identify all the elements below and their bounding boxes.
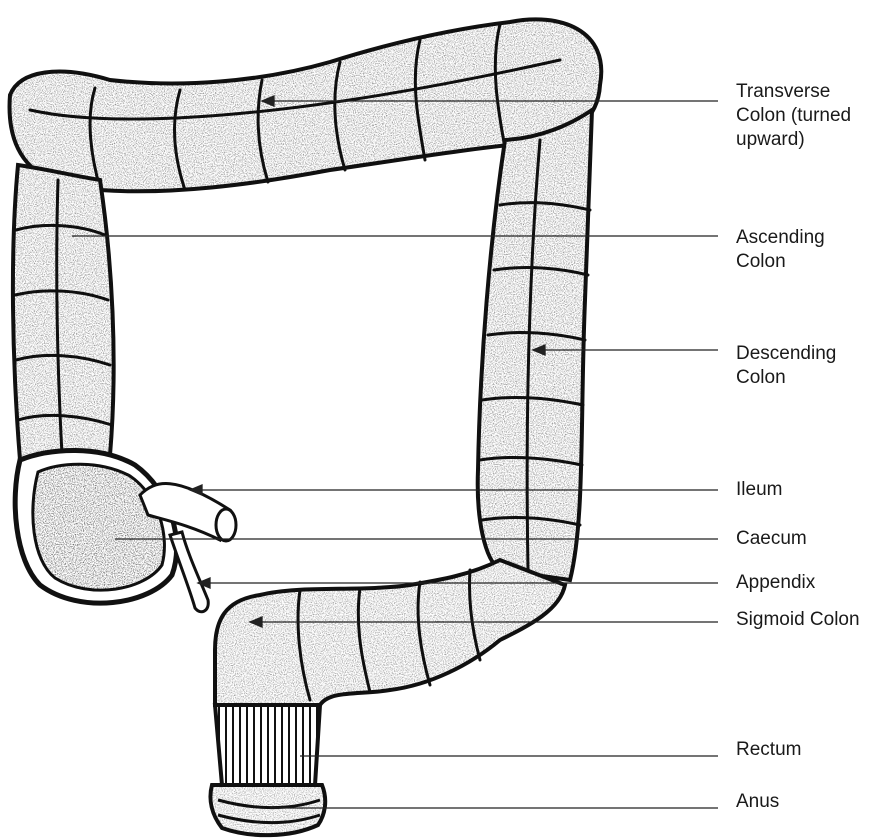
label-ascending-colon: Ascending Colon	[736, 226, 825, 274]
label-appendix: Appendix	[736, 571, 815, 595]
label-sigmoid-colon: Sigmoid Colon	[736, 608, 860, 632]
label-caecum: Caecum	[736, 527, 807, 551]
rectum	[215, 705, 320, 785]
caecum	[15, 450, 176, 603]
descending-colon	[478, 110, 592, 580]
label-ileum: Ileum	[736, 478, 782, 502]
leader-lines	[72, 96, 718, 808]
label-transverse-colon: Transverse Colon (turned upward)	[736, 80, 851, 152]
anus	[210, 785, 325, 835]
label-rectum: Rectum	[736, 738, 801, 762]
ascending-colon	[13, 165, 114, 460]
sigmoid-colon	[215, 560, 565, 705]
appendix	[170, 532, 208, 612]
label-anus: Anus	[736, 790, 779, 814]
label-descending-colon: Descending Colon	[736, 342, 836, 390]
